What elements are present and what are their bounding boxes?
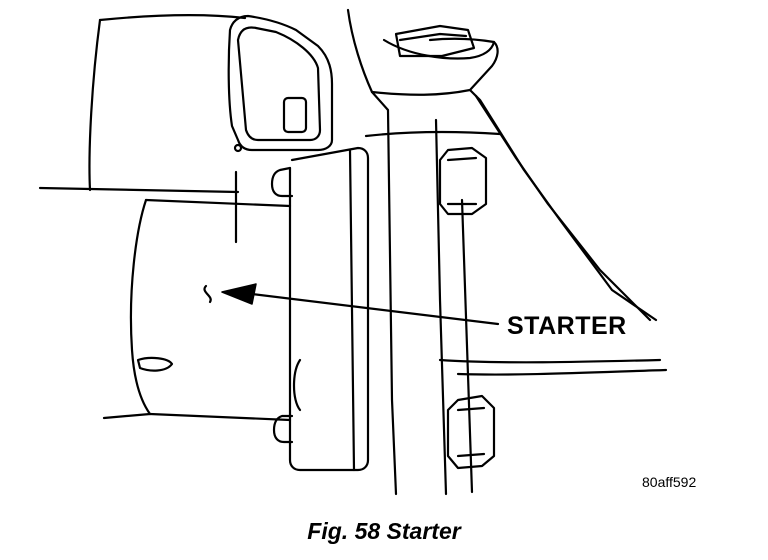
starter-bolt-upper: [270, 166, 294, 198]
hex-bolt-lower: [446, 394, 496, 470]
hex-bolt-top: [394, 24, 476, 58]
starter-bolt-lower: [272, 414, 294, 444]
hex-bolt-middle: [438, 146, 488, 216]
starter-illustration: [38, 8, 668, 496]
engine-housing-outline: [38, 14, 247, 244]
figure-reference-code: 80aff592: [642, 474, 697, 490]
callout-arrow: [250, 292, 500, 326]
mounting-plate: [288, 146, 370, 472]
engine-block: [346, 8, 668, 496]
mounting-ear: [227, 14, 334, 153]
callout-arrowhead: [221, 283, 257, 305]
starter-callout-label: STARTER: [507, 312, 627, 340]
starter-motor-body: [102, 198, 292, 422]
figure-caption: Fig. 58 Starter: [307, 518, 461, 544]
